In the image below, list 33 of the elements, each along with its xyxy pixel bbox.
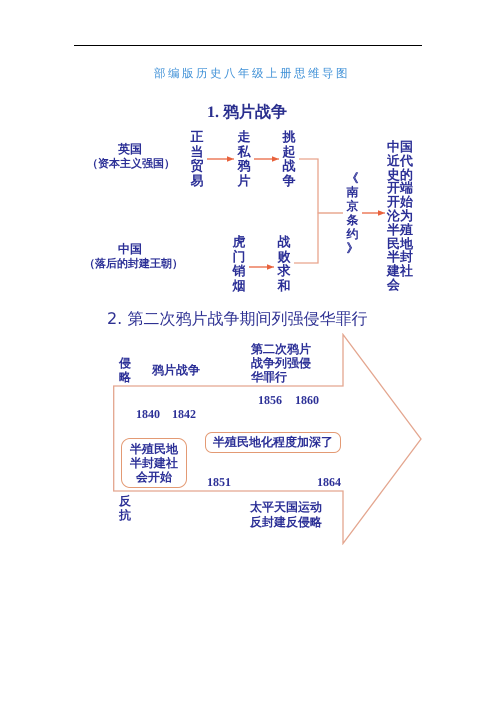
timeline-arrow bbox=[113, 333, 423, 545]
section-heading: 1. 鸦片战争 bbox=[207, 103, 287, 122]
note-box: 半殖民地半封建社会开始 bbox=[121, 438, 187, 488]
year-label: 1840 bbox=[136, 407, 160, 421]
country-label: 英国 bbox=[118, 142, 142, 156]
year-label: 1842 bbox=[172, 407, 196, 421]
country-description: （落后的封建王朝） bbox=[84, 257, 183, 270]
section-heading: 2. 第二次鸦片战争期间列强侵华罪行 bbox=[107, 309, 368, 328]
connector-line bbox=[294, 212, 343, 264]
note-box: 半殖民地化程度加深了 bbox=[205, 432, 341, 453]
row-label: 反抗 bbox=[119, 494, 132, 522]
war-label: 第二次鸦片战争列强侵华罪行 bbox=[251, 342, 312, 384]
row-label: 侵略 bbox=[119, 356, 132, 384]
country-label: 中国 bbox=[118, 242, 142, 256]
event-label: 虎门销烟 bbox=[231, 236, 247, 294]
movement-label: 太平天国运动反封建反侵略 bbox=[250, 500, 323, 530]
arrow bbox=[254, 156, 279, 162]
treaty-label: 《南京条约》 bbox=[345, 171, 360, 255]
arrow bbox=[207, 156, 234, 162]
war-label: 鸦片战争 bbox=[152, 363, 200, 377]
event-label: 战败求和 bbox=[276, 236, 292, 294]
event-label: 正当贸易 bbox=[189, 131, 205, 189]
arrow bbox=[362, 210, 385, 216]
page-title: 部编版历史八年级上册思维导图 bbox=[154, 66, 350, 80]
year-label: 1864 bbox=[317, 475, 341, 489]
year-label: 1860 bbox=[295, 393, 319, 407]
year-label: 1856 bbox=[258, 393, 282, 407]
event-label: 挑起战争 bbox=[281, 131, 297, 189]
year-label: 1851 bbox=[207, 475, 231, 489]
country-description: （资本主义强国） bbox=[87, 157, 175, 170]
event-label: 走私鸦片 bbox=[236, 131, 252, 189]
outcome-label: 中国近代史的开端开始沦为半殖民地半封建社会 bbox=[387, 141, 416, 293]
arrow bbox=[249, 264, 274, 270]
